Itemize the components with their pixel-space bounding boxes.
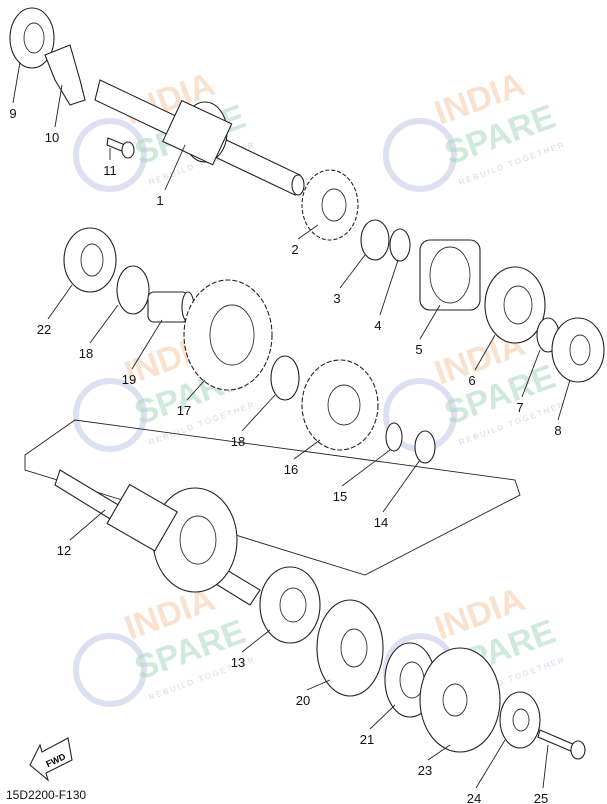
callout-4: 4	[374, 318, 381, 333]
callout-19: 19	[122, 372, 136, 387]
gear-13	[259, 566, 321, 644]
bolt-25	[537, 729, 586, 760]
callout-11: 11	[103, 163, 117, 178]
callout-6: 6	[468, 373, 475, 388]
washer-14	[414, 430, 436, 464]
circlip-15	[385, 422, 403, 452]
callout-25: 25	[534, 791, 548, 804]
catalog-code: 15D2200-F130	[6, 788, 87, 802]
washer-3	[360, 219, 390, 261]
callout-labels: 9 10 11 1 2 3 4 5 6 7 8 22 18 19 17 18 1…	[9, 106, 561, 804]
callout-1: 1	[156, 193, 163, 208]
drive-axle-outline	[24, 419, 521, 576]
gear-17	[183, 279, 273, 391]
callout-18a: 18	[79, 346, 93, 361]
callout-13: 13	[231, 655, 245, 670]
callout-23: 23	[418, 763, 432, 778]
drive-axle-12	[54, 469, 261, 606]
washer-18-upper	[116, 265, 150, 315]
callout-24: 24	[467, 791, 481, 804]
plate-10	[44, 44, 86, 106]
callout-15: 15	[333, 489, 347, 504]
gear-5	[419, 239, 481, 311]
bushing-19	[147, 291, 195, 323]
gear-16	[301, 359, 379, 451]
callout-10: 10	[45, 130, 59, 145]
sprocket-23	[419, 647, 501, 753]
callout-7: 7	[516, 400, 523, 415]
bearing-8	[551, 317, 605, 383]
circlip-4	[389, 228, 411, 262]
callout-21: 21	[360, 732, 374, 747]
callout-9: 9	[9, 106, 16, 121]
bearing-22	[63, 227, 117, 293]
callout-2: 2	[291, 242, 298, 257]
callout-18b: 18	[231, 434, 245, 449]
callout-17: 17	[177, 403, 191, 418]
callout-20: 20	[296, 693, 310, 708]
washer-18-lower	[270, 355, 300, 401]
callout-14: 14	[374, 515, 388, 530]
callout-22: 22	[37, 322, 51, 337]
callout-5: 5	[415, 342, 422, 357]
lock-washer-24	[499, 691, 541, 749]
bearing-20	[316, 599, 384, 697]
bearing-9	[9, 7, 55, 69]
callout-8: 8	[554, 423, 561, 438]
callout-16: 16	[284, 462, 298, 477]
gear-6	[484, 266, 546, 344]
fwd-arrow-icon: FWD	[29, 737, 73, 782]
gear-2	[301, 169, 359, 241]
screw-11	[106, 137, 135, 159]
callout-3: 3	[333, 291, 340, 306]
main-axle	[94, 79, 305, 196]
callout-12: 12	[57, 543, 71, 558]
leader-lines	[12, 61, 571, 789]
